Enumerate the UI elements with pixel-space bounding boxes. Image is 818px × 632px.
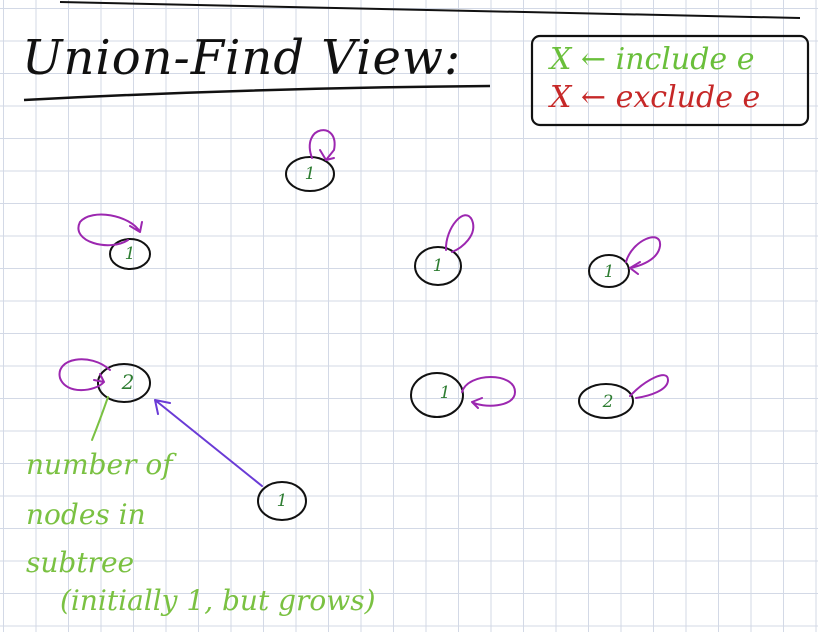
legend-exclude-symbol: X: [550, 80, 572, 115]
annotation-pointer: [91, 396, 109, 441]
node-circle: [414, 246, 462, 286]
node-count: 1: [439, 383, 451, 403]
legend-exclude-arrow: ←: [580, 80, 607, 115]
annotation-line-4: (initially 1, but grows): [60, 584, 376, 617]
legend-include: X ← include e: [550, 42, 754, 77]
legend-include-text: include e: [615, 42, 755, 77]
node-circle: [109, 238, 151, 270]
self-loop-arrow: [58, 358, 111, 392]
node-count: 1: [432, 256, 444, 276]
node-circle: [285, 156, 335, 192]
self-loop-arrow: [461, 376, 517, 409]
self-loop-arrow: [625, 236, 662, 275]
node-circle: [97, 363, 151, 403]
node-circle: [578, 383, 634, 419]
legend-exclude: X ← exclude e: [550, 80, 760, 115]
node-count: 1: [603, 262, 615, 282]
top-border-stroke: [59, 1, 801, 19]
self-loop-arrow: [308, 129, 336, 161]
node-circle: [588, 254, 630, 288]
legend-exclude-text: exclude e: [615, 80, 761, 115]
node-count: 2: [602, 392, 614, 412]
title-underline: [23, 84, 491, 102]
annotation-line-1: number of: [26, 448, 173, 481]
legend-include-symbol: X: [550, 42, 572, 77]
node-circle: [410, 372, 464, 418]
self-loop-arrow: [444, 214, 475, 253]
page-title: Union-Find View:: [22, 30, 462, 86]
node-count: 1: [124, 244, 136, 264]
node-count: 2: [121, 370, 135, 394]
node-circle: [257, 481, 307, 521]
self-loop-arrow: [77, 213, 143, 247]
legend-include-arrow: ←: [580, 42, 607, 77]
annotation-line-3: subtree: [26, 546, 135, 579]
parent-edge-arrow: [154, 399, 263, 487]
node-count: 1: [304, 164, 316, 184]
node-count: 1: [276, 491, 288, 511]
legend-box: [530, 34, 810, 127]
self-loop-arrow: [629, 374, 670, 399]
annotation-line-2: nodes in: [26, 498, 146, 531]
